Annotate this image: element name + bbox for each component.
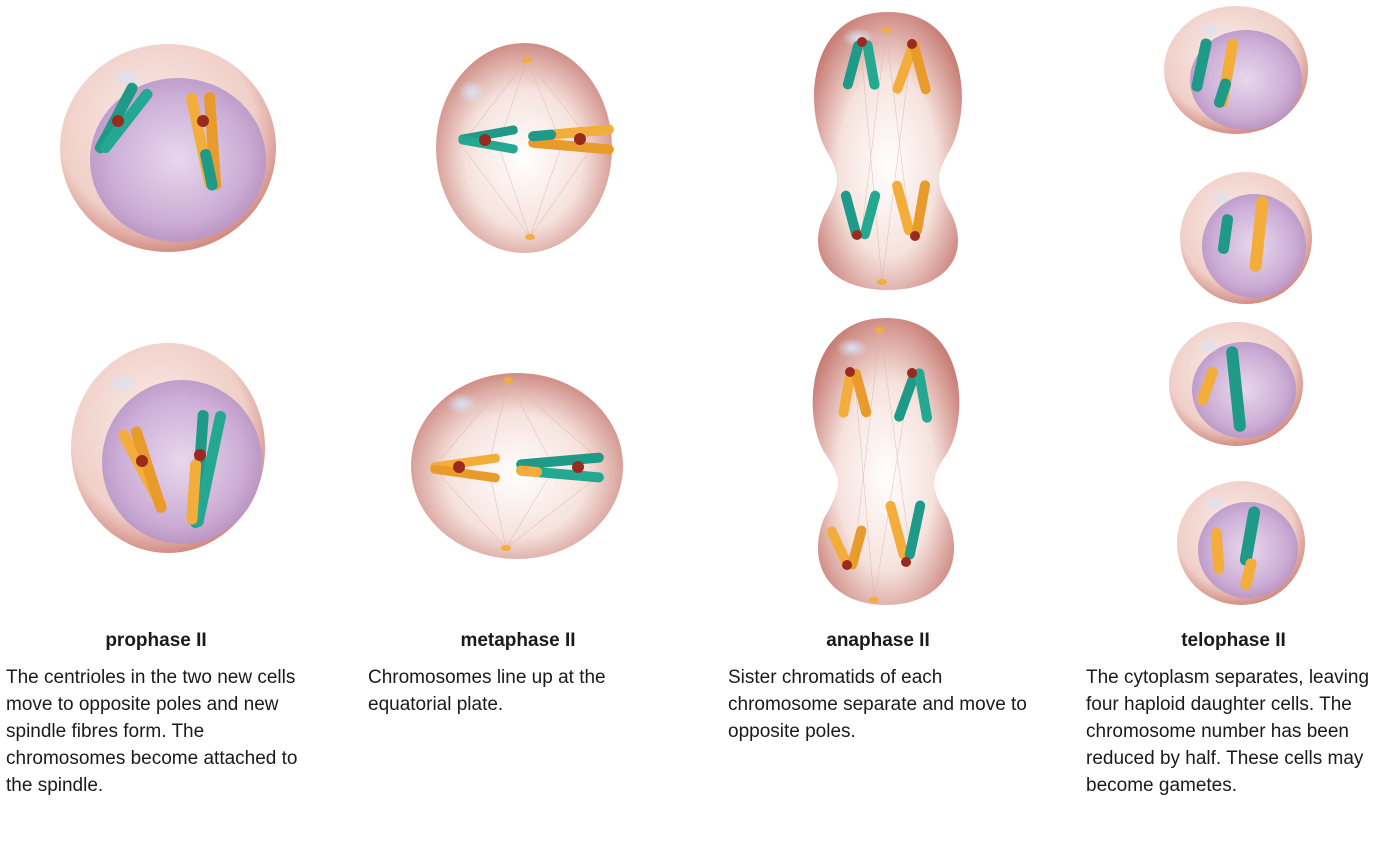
- stage-title: telophase II: [1086, 630, 1381, 652]
- prophase-cell-bottom: [71, 343, 265, 553]
- stage-description: Sister chromatids of each chromosome sep…: [728, 664, 1028, 745]
- stage-telophase-ii: telophase II The cytoplasm separates, le…: [1086, 630, 1381, 799]
- telophase-cell-3: [1169, 322, 1303, 446]
- telophase-cell-2: [1180, 172, 1312, 304]
- stage-description: Chromosomes line up at the equatorial pl…: [368, 664, 668, 718]
- stage-description: The centrioles in the two new cells move…: [6, 664, 306, 799]
- metaphase-cell-bottom: [411, 373, 623, 559]
- anaphase-cell-top: [814, 12, 962, 290]
- stage-title: prophase II: [6, 630, 306, 652]
- stage-metaphase-ii: metaphase II Chromosomes line up at the …: [368, 630, 668, 718]
- stage-description: The cytoplasm separates, leaving four ha…: [1086, 664, 1381, 799]
- stage-title: metaphase II: [368, 630, 668, 652]
- stage-title: anaphase II: [728, 630, 1028, 652]
- telophase-cell-4: [1177, 481, 1305, 605]
- meiosis-ii-illustration: [0, 0, 1383, 620]
- prophase-cell-top: [60, 44, 276, 252]
- stage-prophase-ii: prophase II The centrioles in the two ne…: [6, 630, 306, 799]
- stage-anaphase-ii: anaphase II Sister chromatids of each ch…: [728, 630, 1028, 745]
- anaphase-cell-bottom: [813, 318, 960, 605]
- telophase-cell-1: [1164, 6, 1308, 134]
- metaphase-cell-top: [436, 43, 614, 253]
